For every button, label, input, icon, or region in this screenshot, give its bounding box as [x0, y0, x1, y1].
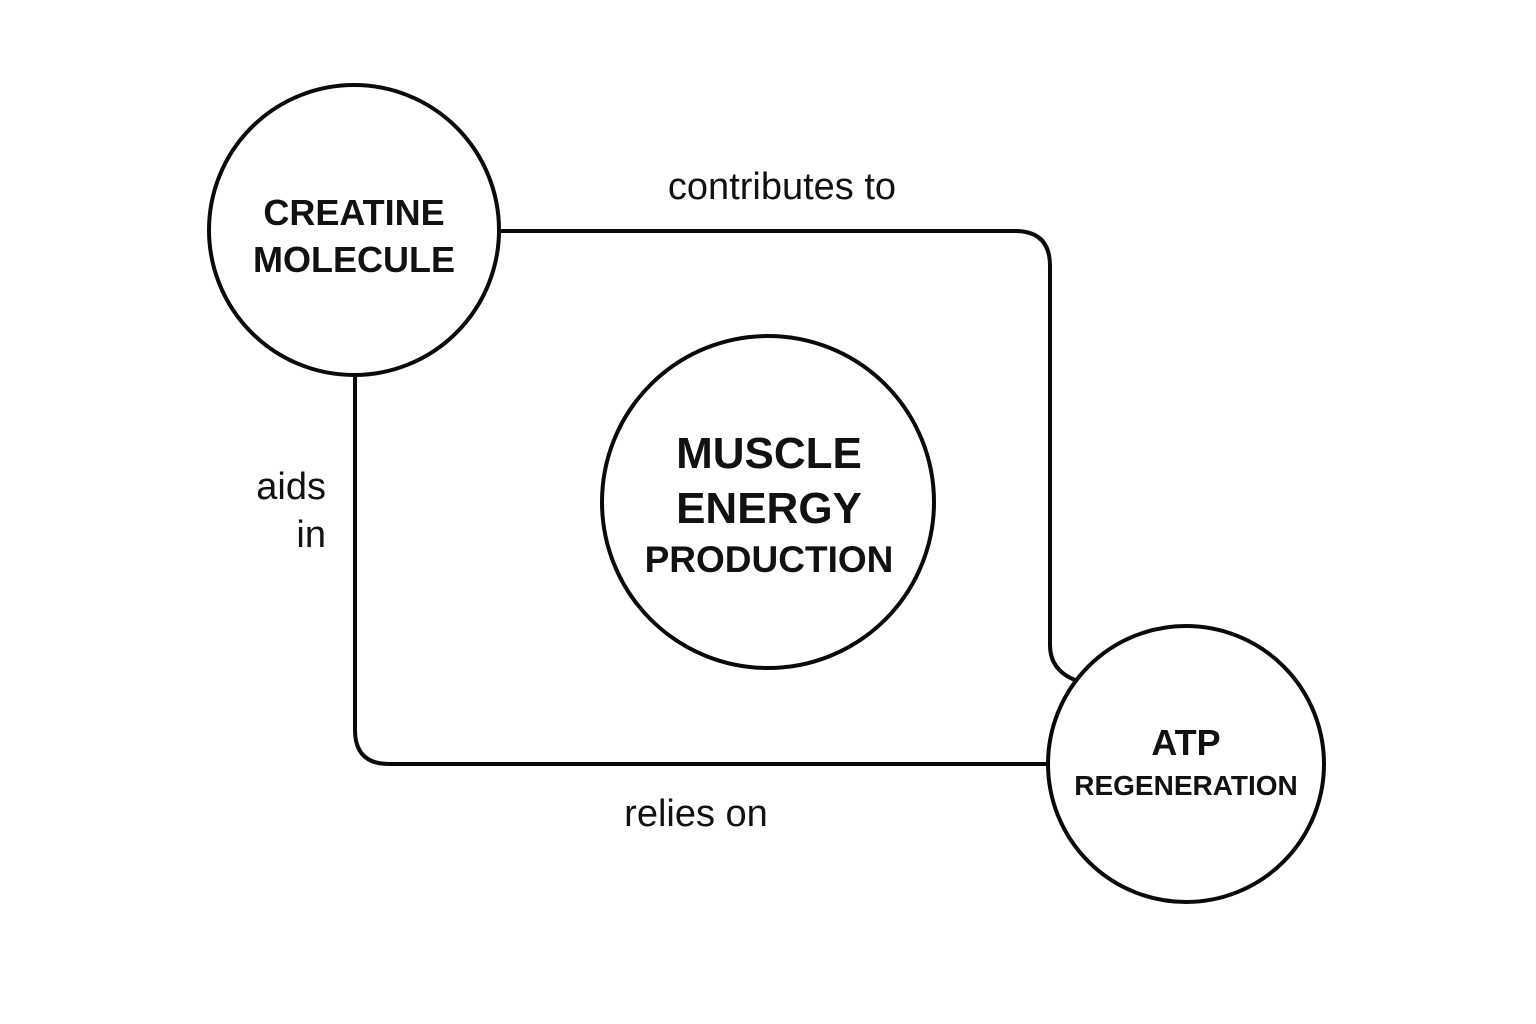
node-creatine-label-line2: MOLECULE	[253, 239, 455, 280]
node-atp-circle	[1046, 624, 1326, 904]
edge-aids-in-label-line1: aids	[256, 466, 326, 508]
node-atp-regeneration: ATP REGENERATION	[1046, 624, 1326, 904]
edge-contributes-to-label: contributes to	[668, 166, 896, 208]
node-muscle-label-line1: MUSCLE	[676, 429, 862, 478]
node-atp-label-line1: ATP	[1151, 722, 1220, 763]
node-creatine-label-line1: CREATINE	[263, 192, 444, 233]
node-muscle-energy-production: MUSCLE ENERGY PRODUCTION	[600, 334, 936, 670]
edge-relies-on-label: relies on	[624, 793, 768, 835]
node-muscle-circle	[600, 334, 936, 670]
edge-aids-in-label-line2: in	[296, 514, 326, 556]
node-muscle-label-line3: PRODUCTION	[645, 539, 894, 580]
edge-contributes-to-line	[498, 229, 1077, 682]
node-muscle-label-line2: ENERGY	[676, 484, 862, 533]
edge-aids-in-line	[353, 373, 1049, 766]
node-creatine-circle	[207, 83, 501, 377]
node-atp-label-line2: REGENERATION	[1074, 770, 1298, 801]
node-creatine-molecule: CREATINE MOLECULE	[207, 83, 501, 377]
